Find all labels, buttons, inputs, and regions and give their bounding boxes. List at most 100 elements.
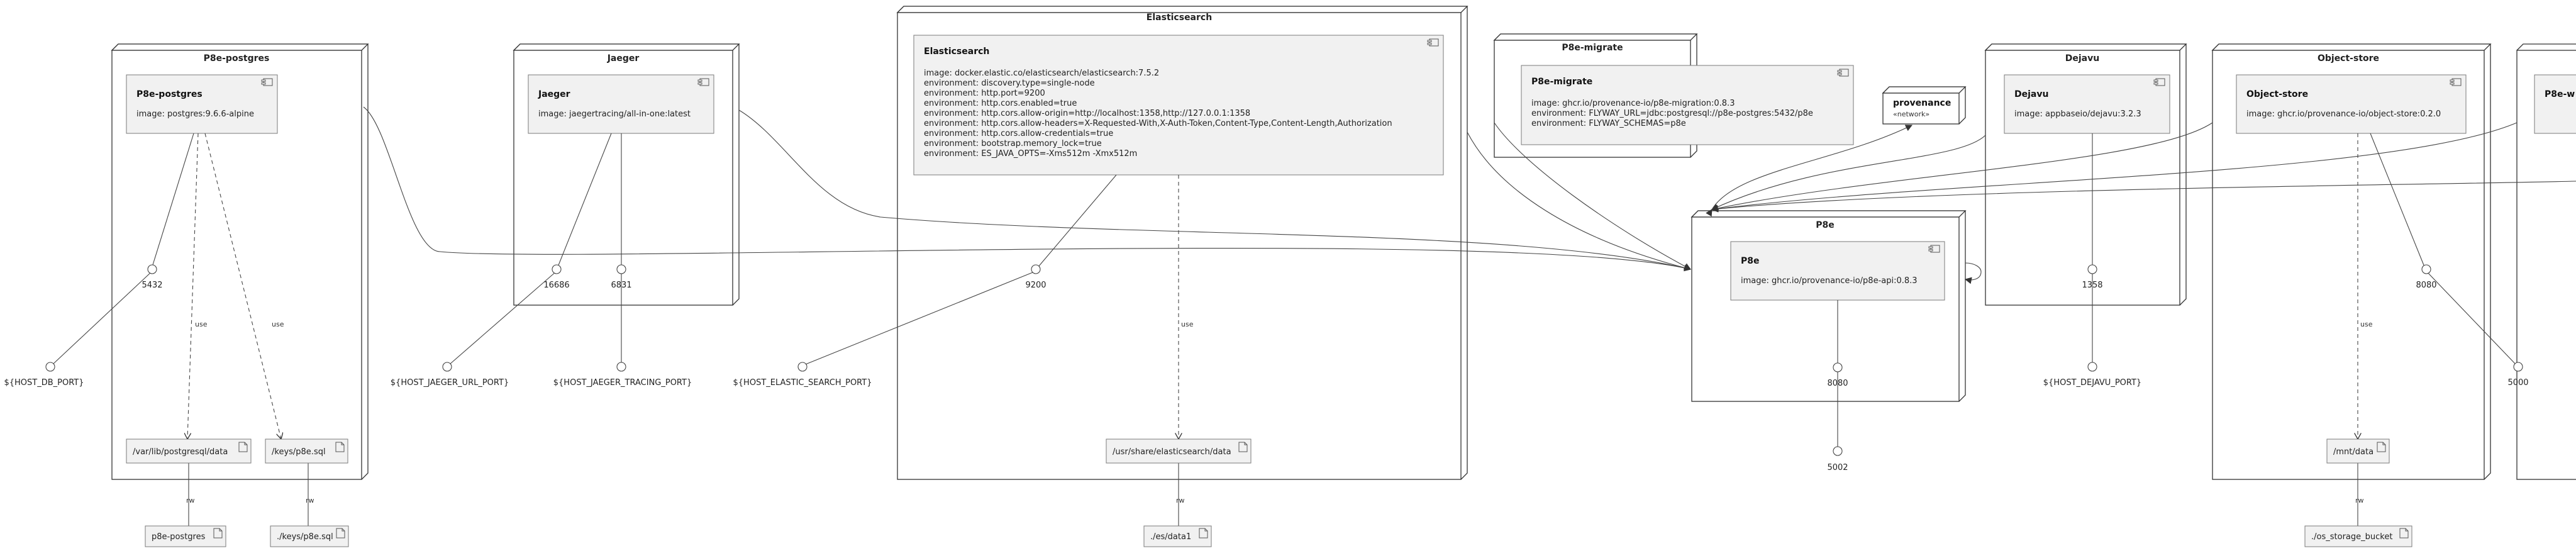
artifact-pg-keys: /keys/p8e.sql — [265, 438, 348, 464]
component-title: Elasticsearch — [924, 47, 989, 57]
file-icon — [336, 528, 345, 539]
component-line: environment: http.port=9200 — [924, 89, 1045, 98]
component-p8e-postgres: P8e-postgres image: postgres:9.6.6-alpin… — [126, 74, 278, 134]
component-line: environment: ES_JAVA_OPTS=-Xms512m -Xmx5… — [924, 149, 1137, 159]
component-line: environment: http.cors.allow-headers=X-R… — [924, 119, 1392, 128]
node-title: Dejavu — [2065, 53, 2099, 64]
edge-label-rw: rw — [186, 496, 195, 505]
component-line: environment: bootstrap.memory_lock=true — [924, 139, 1102, 148]
node-provenance-network: provenance «network» — [1882, 86, 1967, 125]
component-p8e: P8e image: ghcr.io/provenance-io/p8e-api… — [1730, 241, 1945, 301]
edge-label-rw: rw — [1176, 496, 1185, 505]
artifact-label: /usr/share/elasticsearch/data — [1113, 447, 1231, 457]
node-title: Elasticsearch — [1146, 13, 1212, 23]
file-icon — [2377, 442, 2386, 452]
port-label: 1358 — [2082, 281, 2102, 290]
volume-pg: p8e-postgres — [145, 525, 226, 547]
volume-label: ./es/data1 — [1150, 532, 1191, 542]
host-port-label: ${HOST_JAEGER_TRACING_PORT} — [553, 378, 692, 388]
component-line: image: ghcr.io/provenance-io/p8e-api:0.8… — [1741, 276, 1918, 286]
volume-label: ./keys/p8e.sql — [277, 532, 333, 542]
node-title: P8e-postgres — [204, 53, 270, 64]
artifact-pg-data: /var/lib/postgresql/data — [126, 438, 252, 464]
port-circle — [2421, 264, 2431, 274]
component-line: environment: FLYWAY_URL=jdbc:postgresql:… — [1531, 109, 1813, 118]
component-line: environment: http.cors.allow-credentials… — [924, 129, 1113, 138]
port-label: 16686 — [543, 281, 569, 290]
volume-keys: ./keys/p8e.sql — [270, 525, 349, 547]
port-circle — [147, 264, 157, 274]
component-jaeger: Jaeger image: jaegertracing/all-in-one:l… — [528, 74, 714, 134]
edge-label-rw: rw — [306, 496, 314, 505]
file-icon — [335, 442, 345, 452]
file-icon — [213, 528, 223, 539]
file-icon — [2399, 528, 2409, 539]
volume-label: ./os_storage_bucket — [2311, 532, 2392, 542]
component-line: image: appbaseio/dejavu:3.2.3 — [2014, 109, 2141, 119]
port-label: 6831 — [611, 281, 631, 290]
edge-pg-use-data — [187, 133, 199, 439]
component-icon — [1837, 69, 1849, 77]
port-circle — [1833, 446, 1843, 456]
component-line: environment: discovery.type=single-node — [924, 79, 1095, 88]
component-elasticsearch: Elasticsearch image: docker.elastic.co/e… — [913, 35, 1444, 176]
port-circle — [797, 362, 808, 372]
artifact-label: /mnt/data — [2333, 447, 2373, 457]
port-label: 8080 — [1827, 379, 1848, 388]
port-label: 9200 — [1025, 281, 1046, 290]
edge-9200-host — [805, 271, 1036, 365]
port-circle — [45, 362, 55, 372]
port-circle — [1031, 264, 1041, 274]
component-title: P8e-postgres — [136, 89, 203, 99]
component-icon — [697, 78, 709, 86]
volume-es: ./es/data1 — [1143, 525, 1212, 547]
component-title: Object-store — [2246, 89, 2308, 99]
component-icon — [1427, 38, 1439, 47]
host-port-label: ${HOST_DEJAVU_PORT} — [2043, 378, 2141, 388]
component-p8e-migrate: P8e-migrate image: ghcr.io/provenance-io… — [1521, 65, 1854, 145]
host-port-label: 5000 — [2507, 378, 2528, 388]
node-stereotype: «network» — [1893, 110, 1929, 118]
artifact-label: /var/lib/postgresql/data — [133, 447, 228, 457]
host-port-label: ${HOST_ELASTIC_SEARCH_PORT} — [733, 378, 872, 388]
component-line: image: postgres:9.6.6-alpine — [136, 109, 254, 119]
component-line: image: docker.elastic.co/elasticsearch/e… — [924, 69, 1159, 78]
host-port-label: 5002 — [1827, 463, 1848, 472]
component-icon — [1928, 245, 1940, 253]
port-circle — [2513, 362, 2523, 372]
component-title: Dejavu — [2014, 89, 2048, 99]
volume-os: ./os_storage_bucket — [2304, 525, 2412, 547]
node-p8e: P8e — [1690, 210, 1967, 402]
node-title: P8e — [1816, 220, 1835, 230]
volume-label: p8e-postgres — [152, 532, 206, 542]
component-icon — [2153, 78, 2165, 86]
component-title: P8e-migrate — [1531, 77, 1592, 87]
edge-postgres-to-p8e — [363, 106, 1692, 272]
file-icon — [1238, 442, 1248, 452]
component-icon — [261, 78, 273, 86]
component-object-store: Object-store image: ghcr.io/provenance-i… — [2236, 74, 2467, 134]
artifact-es-data: /usr/share/elasticsearch/data — [1106, 438, 1252, 464]
host-port-label: ${HOST_JAEGER_URL_PORT} — [391, 378, 509, 388]
edge-16686-host — [449, 271, 557, 365]
edge-label-use: use — [1181, 320, 1194, 328]
component-title: P8e-w — [2545, 89, 2575, 99]
node-title: Jaeger — [607, 53, 640, 64]
artifact-os-data: /mnt/data — [2326, 438, 2390, 464]
component-line: image: ghcr.io/provenance-io/object-stor… — [2246, 109, 2441, 119]
node-title: provenance — [1893, 98, 1951, 108]
edge-label-use: use — [195, 320, 208, 328]
component-dejavu: Dejavu image: appbaseio/dejavu:3.2.3 — [2004, 74, 2170, 134]
edge-migrate-to-p8e — [1494, 122, 1691, 270]
edge-8080-5000 — [2426, 271, 2516, 365]
component-icon — [2450, 78, 2462, 86]
port-circle — [2087, 264, 2097, 274]
component-cutoff: P8e-w — [2534, 74, 2576, 134]
component-line: environment: FLYWAY_SCHEMAS=p8e — [1531, 119, 1686, 128]
artifact-label: /keys/p8e.sql — [272, 447, 326, 457]
host-port-label: ${HOST_DB_PORT} — [4, 378, 84, 388]
component-line: environment: http.cors.allow-origin=http… — [924, 109, 1250, 118]
edge-label-use: use — [272, 320, 284, 328]
port-label: 8080 — [2416, 281, 2436, 290]
